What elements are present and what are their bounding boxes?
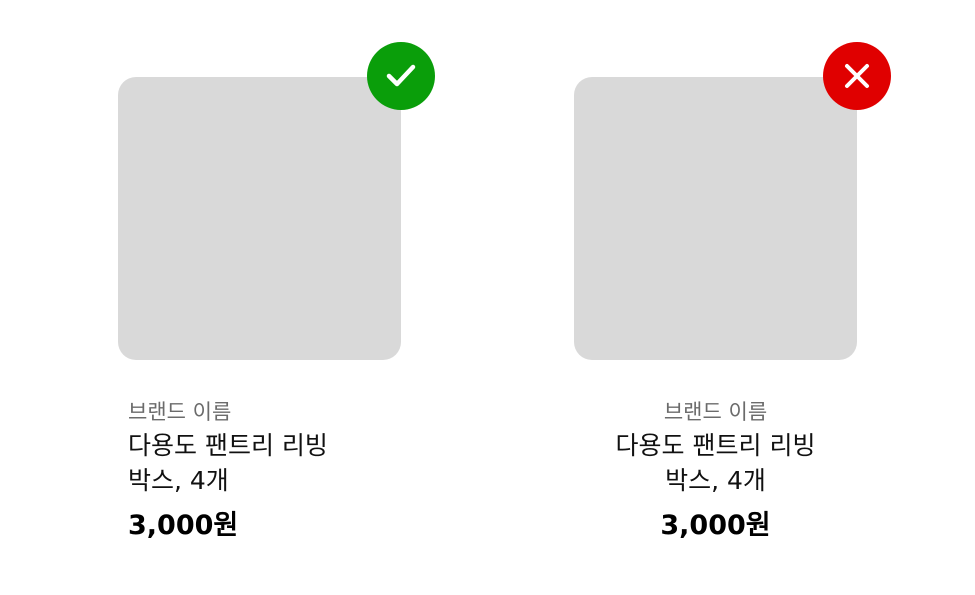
product-name[interactable]: 다용도 팬트리 리빙 박스, 4개	[574, 428, 857, 498]
product-thumbnail[interactable]	[574, 77, 857, 360]
brand-name: 브랜드 이름	[663, 400, 768, 424]
correct-badge	[367, 42, 435, 110]
x-icon	[845, 64, 869, 88]
product-info: 브랜드 이름 다용도 팬트리 리빙 박스, 4개 3,000원	[574, 398, 857, 544]
product-name-line-2[interactable]: 박스, 4개	[128, 466, 229, 495]
product-thumbnail[interactable]	[118, 77, 401, 360]
product-price: 3,000원	[128, 510, 239, 541]
product-name-line-2[interactable]: 박스, 4개	[665, 466, 766, 495]
product-info: 브랜드 이름 다용도 팬트리 리빙 박스, 4개 3,000원	[128, 398, 401, 544]
product-name-line-1[interactable]: 다용도 팬트리 리빙	[615, 431, 816, 460]
brand-name: 브랜드 이름	[128, 400, 232, 424]
incorrect-badge	[823, 42, 891, 110]
product-price: 3,000원	[660, 510, 771, 541]
checkmark-icon	[386, 64, 416, 87]
product-name-line-1[interactable]: 다용도 팬트리 리빙	[128, 431, 328, 460]
product-name[interactable]: 다용도 팬트리 리빙 박스, 4개	[128, 428, 401, 498]
